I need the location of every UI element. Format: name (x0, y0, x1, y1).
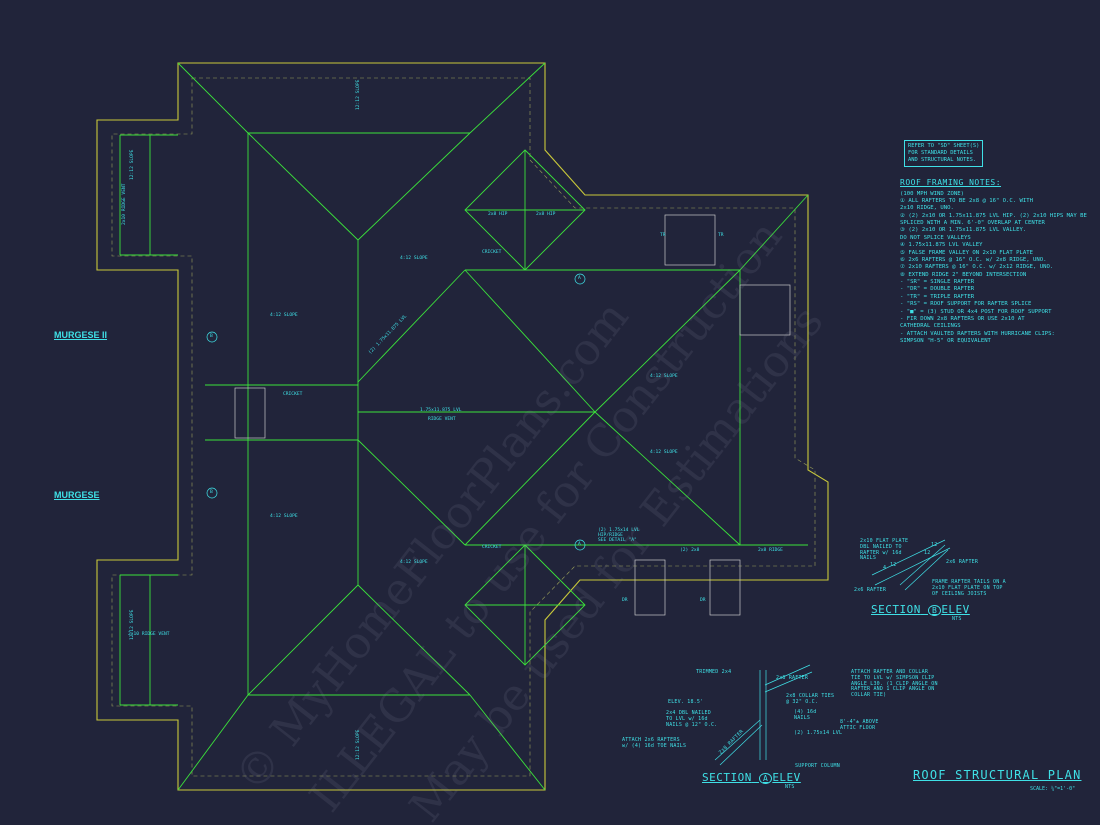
section-details (206, 273, 951, 766)
slope-label: 4:12 SLOPE (650, 450, 678, 455)
ridge-label: 2x8 RIDGE (758, 548, 783, 553)
callout-trimmed: TRIMMED 2x4 (696, 669, 732, 675)
callout-rafter-top: 2x8 RAFTER (776, 675, 809, 681)
section-marker-b: B (210, 490, 213, 495)
hip-label: 2x8 HIP (488, 212, 508, 217)
section-marker-a: A (578, 276, 581, 281)
section-marker-a: A (578, 542, 581, 547)
drawing-scale: SCALE: ¼"=1'-0" (1030, 786, 1076, 792)
murgese-ii-label: MURGESE II (54, 330, 108, 340)
wall-line-dashed (111, 77, 816, 777)
reference-note-box: REFER TO "SD" SHEET(S)FOR STANDARD DETAI… (904, 140, 984, 168)
framing-lines (119, 62, 809, 791)
drawing-title: ROOF STRUCTURAL PLAN (913, 768, 1082, 782)
section-b-callout-rafter: 2x6 RAFTER (946, 559, 979, 565)
slope-label: 12:12 SLOPE (356, 79, 361, 110)
pitch-12: 12 (890, 562, 897, 568)
slope-label: 4:12 SLOPE (270, 313, 298, 318)
tr-label: TR (718, 233, 724, 238)
pitch-12: 12 (924, 550, 931, 556)
callout-elev: ELEV. 18.5' (668, 699, 704, 705)
slope-label: 12:12 SLOPE (130, 149, 135, 180)
lvl-ridge-label: 1.75x11.875 LVL (420, 408, 462, 413)
double-2x8-label: (2) 2x8 (680, 548, 700, 553)
slope-label: 4:12 SLOPE (270, 514, 298, 519)
section-a-nts: NTS (785, 784, 795, 790)
section-b-nts: NTS (952, 616, 962, 622)
callout-support-column: SUPPORT COLUMN (795, 763, 840, 769)
slope-label: 4:12 SLOPE (650, 374, 678, 379)
notes-title: ROOF FRAMING NOTES: (900, 178, 1002, 187)
cricket-label: CRICKET (482, 250, 502, 255)
section-b-callout-rafter: 2x6 RAFTER (854, 587, 887, 593)
pitch-4: 4 (883, 565, 887, 571)
slope-label: 4:12 SLOPE (400, 256, 428, 261)
murgese-label: MURGESE (54, 490, 100, 500)
slope-label: 4:12 SLOPE (400, 560, 428, 565)
slope-label: 12:12 SLOPE (356, 729, 361, 760)
pitch-12: 12 (931, 542, 938, 548)
skylights (234, 214, 791, 616)
ridge-vent-text: RIDGE VENT (428, 417, 456, 422)
tr-label: TR (660, 233, 666, 238)
cricket-label: CRICKET (283, 392, 303, 397)
dr-label: DR (700, 598, 706, 603)
ridge-vent-label: 2x10 RIDGE VENT (128, 632, 170, 637)
callout-lvl: (2) 1.75x14 LVL (794, 730, 843, 736)
section-marker-b: B (210, 334, 213, 339)
hip-label: 2x8 HIP (536, 212, 556, 217)
ridge-vent-label: 2x10 RIDGE VENT (122, 183, 127, 226)
dr-label: DR (622, 598, 628, 603)
cricket-label: CRICKET (482, 545, 502, 550)
roof-framing-notes: ROOF FRAMING NOTES: (100 MPH WIND ZONE)①… (900, 178, 1087, 345)
callout-collar-ties: 2x8 COLLAR TIES@ 32" O.C. (786, 693, 835, 705)
